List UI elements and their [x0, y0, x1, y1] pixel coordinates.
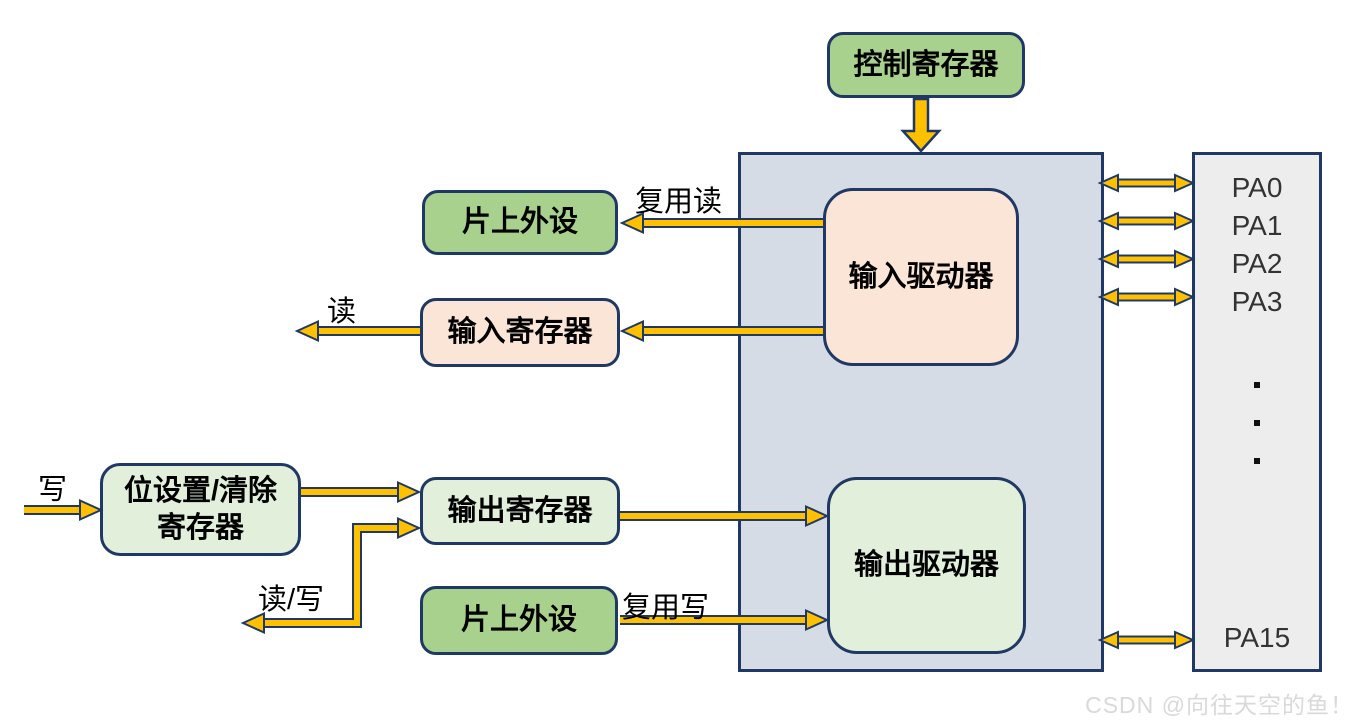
pin-bus-arrow — [1097, 249, 1196, 269]
bit-set-clear-register-label: 位设置/清除 寄存器 — [123, 475, 278, 544]
pin-label: PA15 — [1223, 622, 1291, 653]
bitset-to-output-register-arrow — [301, 480, 422, 504]
pin-bus-arrow — [1097, 287, 1196, 307]
onchip-peripheral-top-label: 片上外设 — [461, 206, 578, 239]
port-pins-box — [1192, 152, 1322, 672]
input-register-label: 输入寄存器 — [447, 316, 593, 349]
control-write-arrow — [900, 97, 942, 153]
mux-write-label: 复用写 — [622, 592, 710, 624]
output-driver-label: 输出驱动器 — [853, 549, 999, 582]
pin-label: PA2 — [1231, 248, 1283, 279]
pin-bus-arrow — [1097, 630, 1196, 650]
bit-set-clear-register-box: 位设置/清除 寄存器 — [100, 463, 301, 556]
read-write-label: 读/写 — [258, 584, 325, 616]
onchip-peripheral-bottom-box: 片上外设 — [420, 586, 618, 655]
input-register-box: 输入寄存器 — [420, 298, 620, 367]
output-register-label: 输出寄存器 — [447, 494, 593, 527]
watermark: CSDN @向往天空的鱼！ — [1085, 692, 1354, 718]
ellipsis-dot — [1254, 420, 1260, 426]
output-register-box: 输出寄存器 — [420, 477, 620, 545]
pin-bus-arrow — [1097, 211, 1196, 231]
mux-read-label: 复用读 — [635, 186, 723, 218]
input-driver-box: 输入驱动器 — [823, 188, 1019, 366]
control-register-label: 控制寄存器 — [853, 48, 999, 81]
ellipsis-dot — [1254, 382, 1260, 388]
ellipsis-dot — [1254, 458, 1260, 464]
pin-label: PA3 — [1231, 286, 1283, 317]
write-label: 写 — [38, 474, 68, 506]
pin-bus-arrow — [1097, 173, 1196, 193]
pin-label: PA0 — [1231, 172, 1283, 203]
onchip-peripheral-top-box: 片上外设 — [422, 190, 618, 255]
control-register-box: 控制寄存器 — [827, 32, 1025, 98]
onchip-peripheral-bottom-label: 片上外设 — [460, 604, 577, 637]
read-label: 读 — [327, 296, 357, 328]
pin-list: PA0 PA1 PA2 PA3 — [1192, 169, 1322, 321]
read-arrow — [294, 319, 420, 343]
input-driver-label: 输入驱动器 — [848, 260, 994, 293]
pin-label: PA1 — [1231, 210, 1283, 241]
output-driver-box: 输出驱动器 — [827, 477, 1026, 654]
